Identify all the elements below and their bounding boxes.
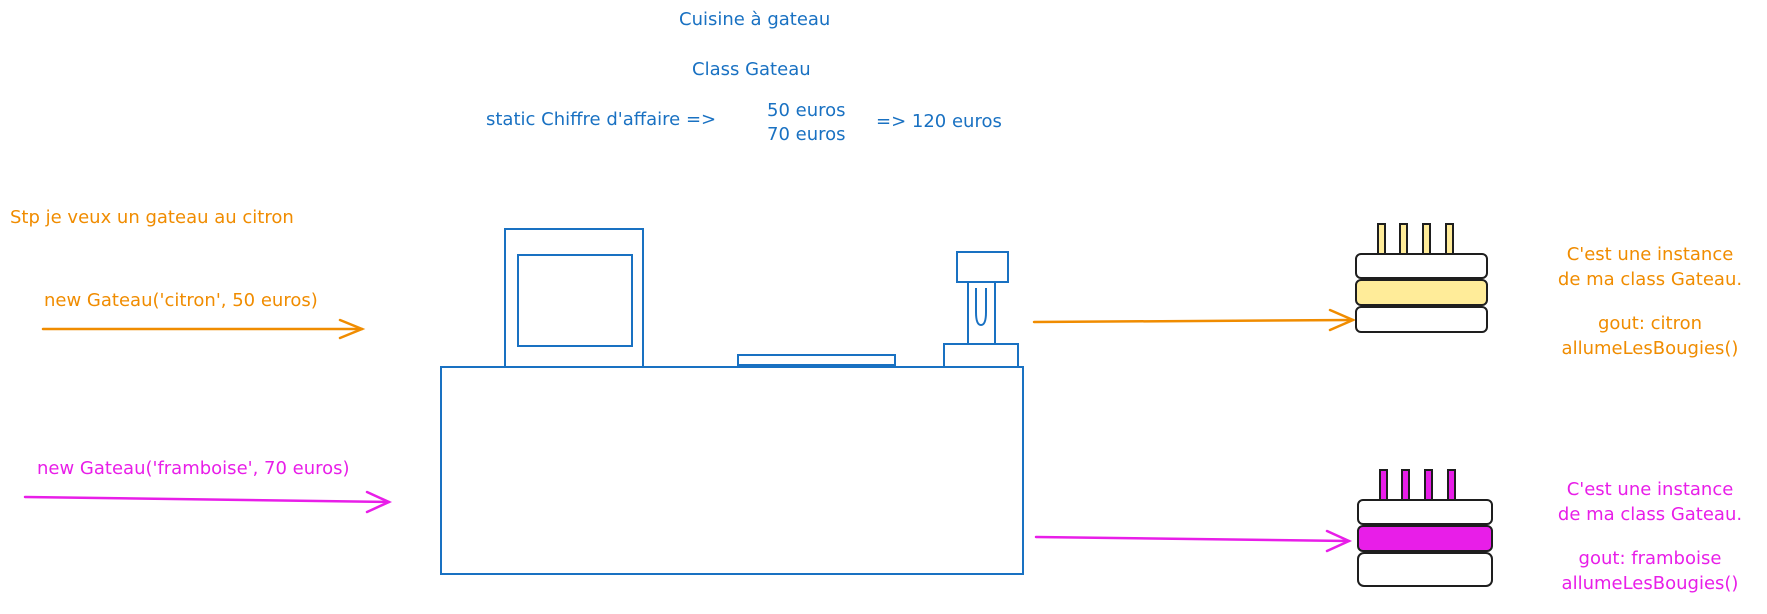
arrow-framboise-in [23, 490, 393, 514]
constructor-citron: new Gateau('citron', 50 euros) [44, 290, 318, 311]
candle [1447, 469, 1456, 501]
oven-window [517, 254, 633, 347]
cake-framboise [1357, 469, 1493, 587]
static-value-1: 50 euros [767, 100, 846, 121]
mixer-base [943, 343, 1019, 368]
attribute-gout: gout: citron [1597, 313, 1703, 334]
caption-line: de ma class Gateau. [1557, 504, 1743, 525]
method-allume-les-bougies: allumeLesBougies() [1561, 573, 1739, 594]
mixer-head [956, 251, 1009, 283]
caption-line: de ma class Gateau. [1557, 269, 1743, 290]
cake-layer-middle [1355, 279, 1488, 306]
candle [1377, 223, 1386, 255]
instance-caption-citron: C'est une instance de ma class Gateau. g… [1540, 244, 1760, 360]
caption-line: C'est une instance [1566, 479, 1734, 500]
candle [1379, 469, 1388, 501]
constructor-framboise: new Gateau('framboise', 70 euros) [37, 458, 350, 479]
static-label: static Chiffre d'affaire => [486, 109, 717, 130]
arrow-citron-in [41, 318, 366, 340]
candle [1424, 469, 1433, 501]
arrow-framboise-out [1034, 529, 1353, 553]
counter-body [440, 366, 1024, 575]
method-allume-les-bougies: allumeLesBougies() [1561, 338, 1739, 359]
counter-tray [737, 354, 896, 366]
arrow-citron-out [1032, 308, 1357, 332]
kitchen-machine [440, 228, 1024, 575]
cake-layer-bottom [1357, 552, 1493, 587]
instance-caption-framboise: C'est une instance de ma class Gateau. g… [1540, 479, 1760, 595]
class-name-label: Class Gateau [692, 59, 811, 80]
static-value-2: 70 euros [767, 124, 846, 145]
cake-layer-middle [1357, 525, 1493, 552]
mixer-whisk [975, 288, 987, 327]
attribute-gout: gout: framboise [1578, 548, 1722, 569]
diagram-title: Cuisine à gateau [679, 9, 831, 30]
candle [1422, 223, 1431, 255]
cake-citron [1355, 223, 1488, 333]
candle [1399, 223, 1408, 255]
cake-layer-top [1355, 253, 1488, 279]
caption-line: C'est une instance [1566, 244, 1734, 265]
cake-layer-top [1357, 499, 1493, 525]
oven-outer [504, 228, 644, 368]
customer-request: Stp je veux un gateau au citron [10, 207, 294, 228]
cake-layer-bottom [1355, 306, 1488, 333]
candle [1401, 469, 1410, 501]
static-total: => 120 euros [876, 111, 1002, 132]
candle [1445, 223, 1454, 255]
mixer-stem [967, 281, 996, 345]
